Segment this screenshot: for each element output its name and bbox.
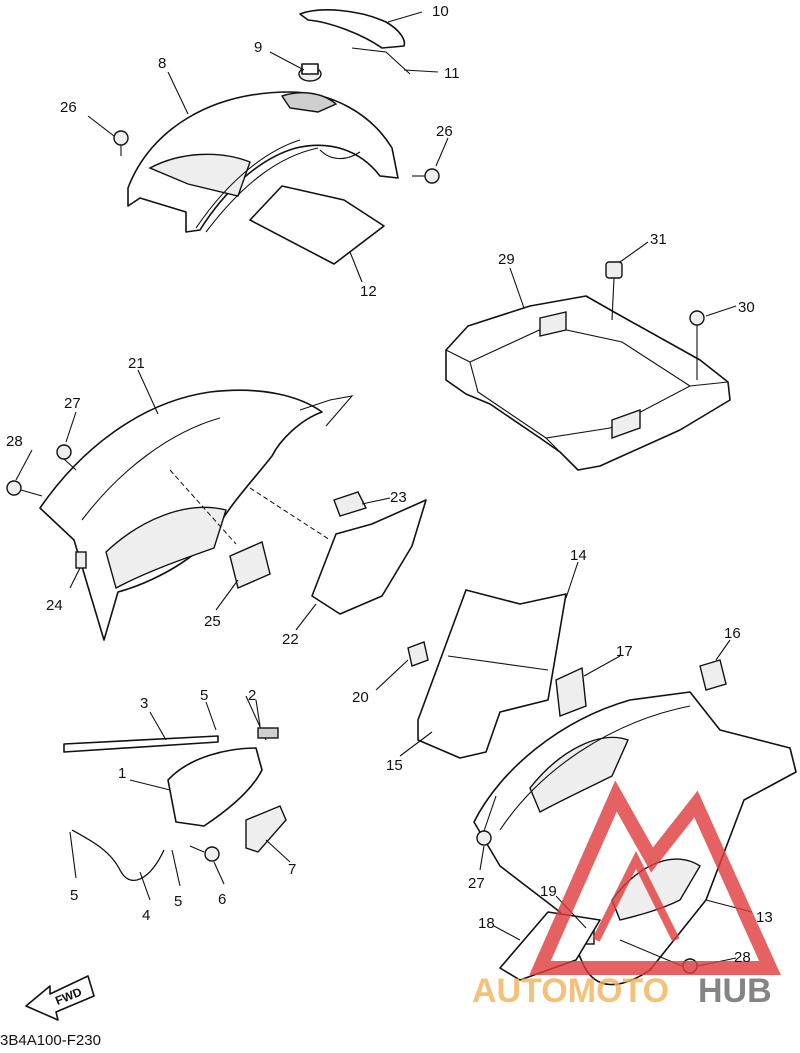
side-panel-14-15	[417, 589, 567, 759]
diagram-code: 3B4A100-F230	[0, 1032, 101, 1048]
callout-1: 1	[118, 765, 126, 782]
callout-13: 13	[756, 909, 773, 926]
callout-28a: 28	[6, 433, 23, 450]
breather-tank	[167, 695, 267, 827]
side-panel-22	[311, 499, 427, 615]
leader-lines	[15, 11, 753, 967]
callout-9: 9	[254, 39, 262, 56]
callout-2: 2	[248, 687, 256, 704]
callout-4: 4	[142, 907, 150, 924]
hose-4	[71, 829, 165, 881]
side-cover-left	[39, 389, 354, 641]
callout-19: 19	[540, 883, 557, 900]
callout-28b: 28	[734, 949, 751, 966]
callout-27b: 27	[468, 875, 485, 892]
callout-27a: 27	[64, 395, 81, 412]
callout-6: 6	[218, 891, 226, 908]
tail-cover	[299, 9, 411, 75]
bracket-7	[245, 805, 287, 853]
rear-fender	[127, 91, 399, 233]
callout-23: 23	[390, 489, 407, 506]
callout-30: 30	[738, 299, 755, 316]
pad-16	[699, 659, 727, 691]
callout-5c: 5	[174, 893, 182, 910]
fwd-arrow: FWD	[25, 975, 95, 1021]
callout-26a: 26	[60, 99, 77, 116]
pad-25	[229, 541, 271, 589]
clamp-2	[257, 727, 279, 739]
callout-22: 22	[282, 631, 299, 648]
callout-25: 25	[204, 613, 221, 630]
callout-7: 7	[288, 861, 296, 878]
callout-18: 18	[478, 915, 495, 932]
callout-29: 29	[498, 251, 515, 268]
screw-26-left	[113, 130, 129, 156]
watermark-text-b: HUB	[698, 972, 772, 1010]
callout-24: 24	[46, 597, 63, 614]
callout-12: 12	[360, 283, 377, 300]
callout-31: 31	[650, 231, 667, 248]
callout-11: 11	[444, 65, 460, 82]
pad-20	[407, 641, 429, 667]
callout-3: 3	[140, 695, 148, 712]
watermark-text-a: AUTOMOTO	[472, 972, 669, 1010]
grommet-9	[298, 63, 322, 82]
pad-23	[333, 491, 367, 517]
callout-10: 10	[432, 3, 449, 20]
watermark-logo-icon	[529, 780, 781, 975]
callout-14: 14	[570, 547, 587, 564]
callout-20: 20	[352, 689, 369, 706]
screw-27-left	[56, 444, 77, 471]
fender-bracket	[445, 295, 731, 471]
clip-24	[75, 551, 87, 569]
screw-27-right	[476, 795, 497, 846]
watermark: AUTOMOTO HUB	[472, 780, 781, 1010]
mud-flap	[249, 185, 385, 265]
clip-31	[605, 261, 623, 321]
tank-pipe	[63, 735, 219, 753]
callout-17: 17	[616, 643, 633, 660]
callout-labels: 1 2 3 4 5 5 5 6 7 8 9 10 11 12 13 14 15 …	[6, 3, 773, 966]
callout-16: 16	[724, 625, 741, 642]
pad-17	[555, 666, 587, 717]
callout-26b: 26	[436, 123, 453, 140]
screw-28-left	[6, 480, 43, 497]
callout-21: 21	[128, 355, 145, 372]
screw-30	[689, 310, 705, 380]
bolt-6	[189, 845, 220, 862]
callout-8: 8	[158, 55, 166, 72]
callout-5a: 5	[200, 687, 208, 704]
screw-26-right	[412, 168, 440, 184]
callout-15: 15	[386, 757, 403, 774]
callout-5b: 5	[70, 887, 78, 904]
